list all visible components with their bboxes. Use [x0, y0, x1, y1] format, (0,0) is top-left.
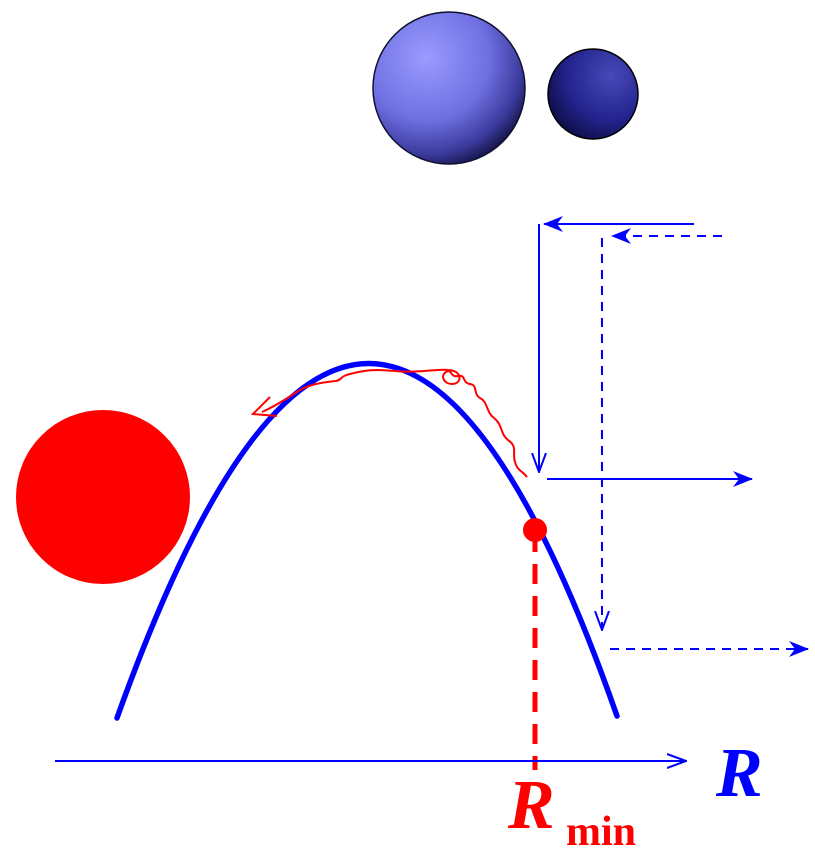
small-sphere: [547, 48, 639, 140]
rmin-label-main: R: [507, 767, 555, 844]
rmin-label-sub: min: [566, 809, 636, 853]
red-disk: [16, 410, 190, 584]
trajectory-arrowhead: [250, 396, 278, 417]
axis-label-r: R: [715, 735, 763, 812]
scattered-trajectory: [261, 368, 528, 478]
barrier-curve: [114, 361, 620, 721]
turning-point-dot: [523, 518, 547, 542]
large-sphere: [372, 11, 526, 165]
